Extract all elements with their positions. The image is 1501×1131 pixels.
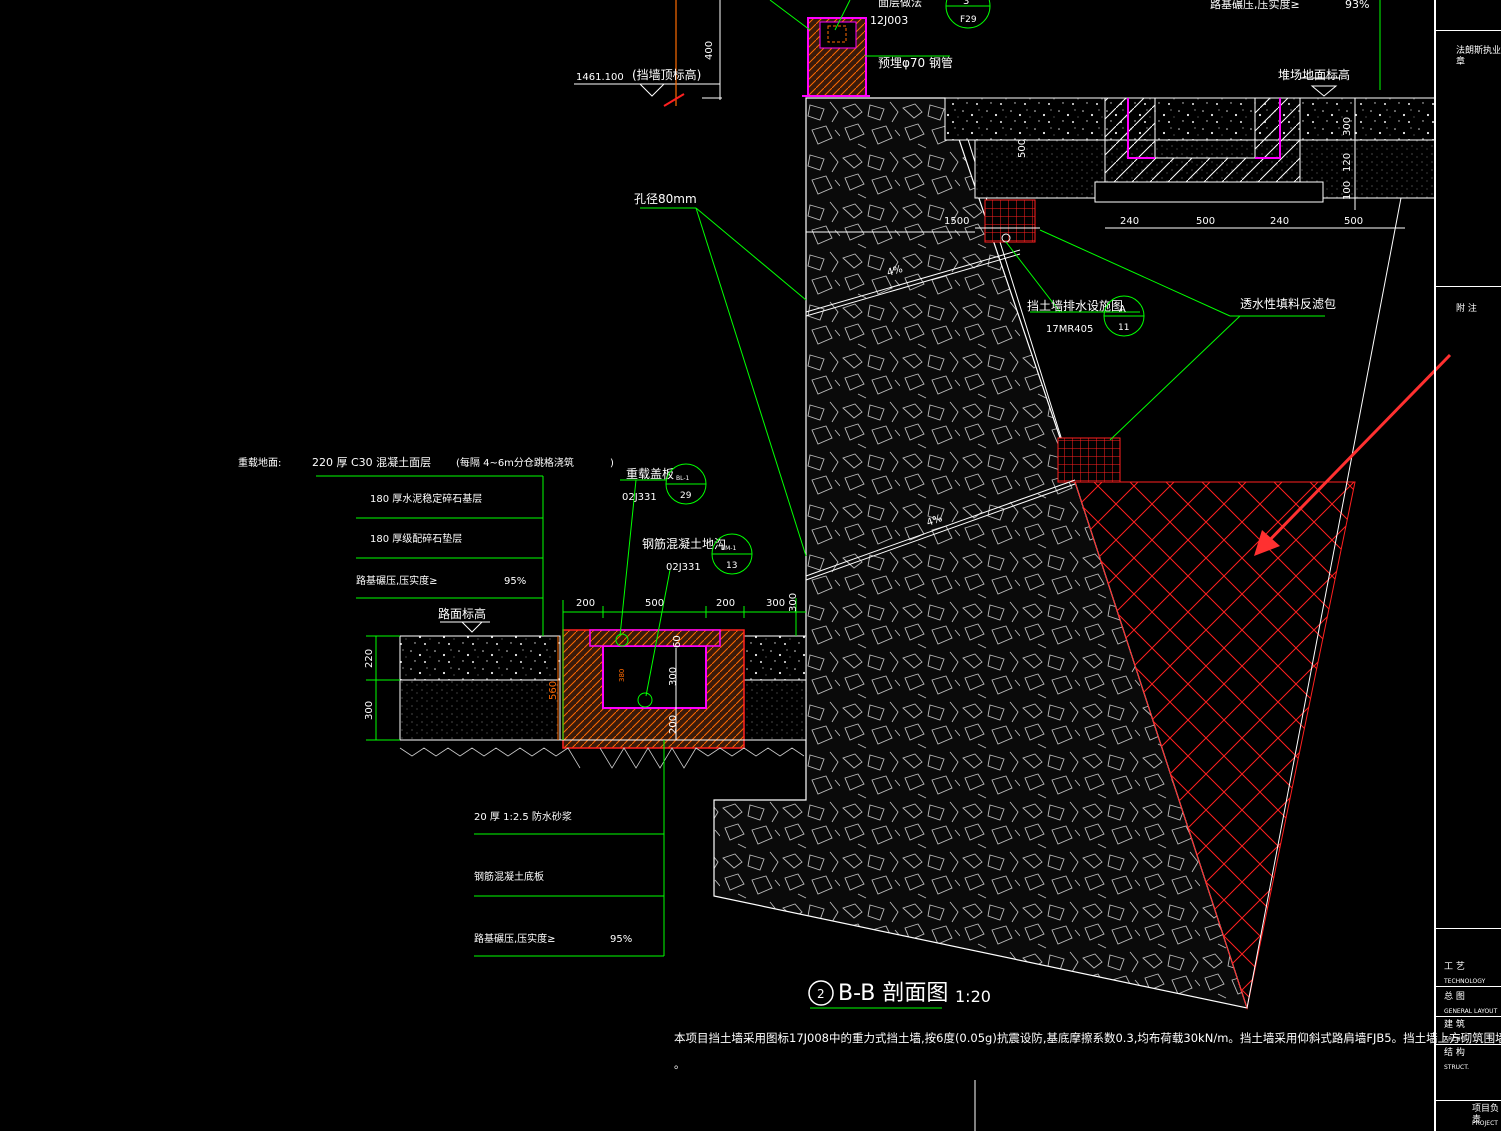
ditch-dim-300v: 300 — [788, 593, 799, 612]
svg-text:29: 29 — [680, 491, 692, 501]
filter-bag-top — [984, 199, 1036, 243]
ditch-dim-300b: 300 — [668, 667, 679, 686]
ditch-dim-0: 200 — [576, 598, 595, 609]
svg-text:13: 13 — [726, 561, 737, 571]
ref-circle-trench: BM-1 13 — [711, 533, 753, 575]
cut-text: 面层做法 — [878, 0, 922, 9]
tb-row4: 结 构 — [1444, 1048, 1465, 1058]
ditch-dim-1: 500 — [645, 598, 664, 609]
layer-3: 180 厚级配碎石垫层 — [370, 532, 462, 545]
dim-500b: 500 — [1196, 216, 1215, 227]
tb-row2-en: GENERAL LAYOUT — [1444, 1008, 1498, 1015]
cover-label: 重载盖板 — [626, 467, 674, 481]
layer-1-note: (每隔 4~6m分仓跳格浇筑 — [456, 456, 574, 469]
svg-text:BL-1: BL-1 — [676, 475, 690, 482]
backfill-hatch — [1074, 481, 1356, 1010]
ditch-dim-560: 560 — [548, 681, 559, 700]
drain-ref-label: 挡土墙排水设施图 — [1027, 299, 1123, 313]
layer-2: 180 厚水泥稳定碎石基层 — [370, 492, 482, 505]
bottom-layer-1: 20 厚 1:2.5 防水砂浆 — [474, 810, 572, 823]
ditch-dim-200: 200 — [668, 715, 679, 734]
ref-circle-top: 3 F29 — [945, 0, 991, 29]
svg-text:A: A — [1119, 304, 1126, 315]
ditch-dim-3: 300 — [766, 598, 785, 609]
ditch-dim-300: 300 — [364, 701, 375, 720]
dim-500: 500 — [1017, 139, 1028, 158]
slope-1: 4% — [886, 264, 904, 279]
bottom-layer-3: 路基碾压,压实度≥ — [474, 932, 556, 945]
dim-300: 300 — [1342, 117, 1353, 136]
dim-120: 120 — [1342, 153, 1353, 172]
pipe-note: 预埋φ70 钢管 — [878, 55, 953, 70]
tb-stamp: 法朗斯执业章 — [1456, 46, 1501, 67]
top-right-pct: 93% — [1345, 0, 1369, 11]
elev-value: 1461.100 — [576, 72, 624, 83]
layer-1: 220 厚 C30 混凝土面层 — [312, 455, 431, 469]
tb-bottom-en: PROJECT — [1472, 1120, 1498, 1127]
bottom-layer-2: 钢筋混凝土底板 — [474, 870, 544, 883]
layer-1-close: ) — [610, 458, 614, 469]
filter-label: 透水性填料反滤包 — [1240, 297, 1336, 311]
tb-row3: 建 筑 — [1444, 1020, 1465, 1030]
std-ref-top: 12J003 — [870, 14, 908, 27]
section-number: 2 — [817, 987, 825, 1001]
svg-text:BM-1: BM-1 — [721, 545, 736, 552]
cover-std: 02J331 — [622, 492, 657, 503]
title-block: 法朗斯执业章 附 注 工 艺 TECHNOLOGY 总 图 GENERAL LA… — [1434, 0, 1501, 1131]
filter-bag-bottom — [1057, 437, 1121, 483]
ditch-dim-380: 380 — [618, 669, 626, 682]
note-line-1: 本项目挡土墙采用图标17J008中的重力式挡土墙,按6度(0.05g)抗震设防,… — [674, 1031, 1501, 1045]
ref-circle-drain: A 11 — [1103, 295, 1145, 337]
trench-label: 钢筋混凝土地沟 — [642, 536, 726, 551]
svg-text:F29: F29 — [960, 15, 977, 25]
ref-circle-cover: BL-1 29 — [665, 463, 707, 505]
tb-row1-en: TECHNOLOGY — [1444, 978, 1486, 985]
drain-ref-std: 17MR405 — [1046, 324, 1093, 335]
road-elev: 路面标高 — [438, 606, 486, 621]
section-number-circle — [808, 980, 834, 1006]
layers-title: 重载地面: — [238, 456, 281, 469]
tb-row2: 总 图 — [1444, 992, 1465, 1002]
retaining-wall-body — [713, 97, 1248, 1009]
ditch-dim-60: 60 — [672, 635, 683, 648]
tb-row4-en: STRUCT. — [1444, 1064, 1470, 1071]
elev-label: (挡墙顶标高) — [632, 67, 701, 82]
tb-row1: 工 艺 — [1444, 962, 1465, 972]
excavation-line — [1246, 97, 1421, 1009]
layer-4-pct: 95% — [504, 576, 526, 587]
tb-notes: 附 注 — [1456, 304, 1477, 314]
dim-100: 100 — [1342, 181, 1353, 200]
svg-text:3: 3 — [963, 0, 969, 7]
dim-240a: 240 — [1120, 216, 1139, 227]
section-scale: 1:20 — [955, 987, 991, 1006]
trench-std: 02J331 — [666, 562, 701, 573]
slope-2: 4% — [925, 513, 944, 529]
hole-label: 孔径80mm — [634, 192, 697, 206]
ditch-dim-220: 220 — [364, 649, 375, 668]
ditch-dim-2: 200 — [716, 598, 735, 609]
section-title: B-B 剖面图 — [838, 981, 948, 1006]
svg-text:11: 11 — [1118, 323, 1129, 333]
yard-pavement-top — [944, 97, 1436, 141]
dim-1500: 1500 — [944, 216, 969, 227]
dim-240b: 240 — [1270, 216, 1289, 227]
red-arrow — [1260, 353, 1452, 550]
road-surface-layer — [399, 635, 561, 681]
layer-4: 路基碾压,压实度≥ — [356, 574, 438, 587]
bottom-layer-3-pct: 95% — [610, 934, 632, 945]
dim-500r: 500 — [1344, 216, 1363, 227]
dim-400: 400 — [704, 41, 715, 60]
yard-elev: 堆场地面标高 — [1278, 67, 1350, 82]
top-right-text: 路基碾压,压实度≥ — [1210, 0, 1300, 11]
road-base-layer — [399, 679, 561, 741]
tb-bottom: 项目负责 — [1472, 1104, 1500, 1125]
tb-row3-en: ARCH — [1444, 1036, 1461, 1043]
note-line-2: 。 — [674, 1058, 685, 1071]
